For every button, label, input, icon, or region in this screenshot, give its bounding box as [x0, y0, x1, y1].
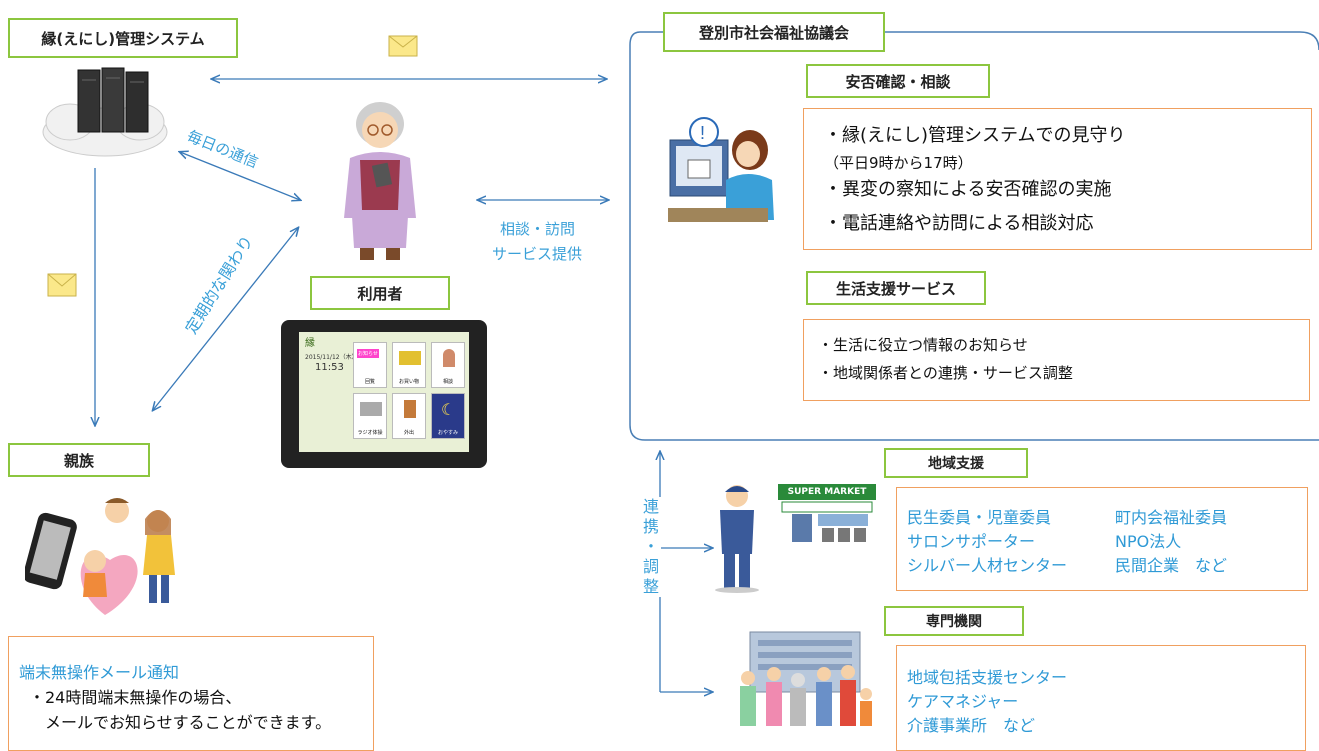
arrow-regular	[153, 228, 298, 410]
mail-icon	[388, 35, 418, 57]
operator-illustration: !	[668, 110, 776, 228]
family-box: 親族	[8, 443, 150, 477]
safety-title: 安否確認・相談	[845, 72, 951, 91]
life-support-content-box: ・生活に役立つ情報のお知らせ ・地域関係者との連携・サービス調整	[803, 319, 1310, 401]
safety-item-3: ・異変の察知による安否確認の実施	[824, 179, 1112, 200]
regional-title-box: 地域支援	[884, 448, 1028, 478]
user-label: 利用者	[357, 284, 403, 303]
specialist-content-box: 地域包括支援センター ケアマネジャー 介護事業所 など	[896, 645, 1306, 751]
tablet-device: 縁 2015/11/12（木） 11:53 お知らせ 回覧 お買い物 相談 ラジ…	[281, 320, 487, 468]
notify-box: 端末無操作メール通知 ・24時間端末無操作の場合、 メールでお知らせすることがで…	[8, 636, 374, 751]
regional-col2: 町内会福祉委員 NPO法人 民間企業 など	[1115, 508, 1228, 575]
app-tile-outing[interactable]: 外出	[392, 393, 426, 439]
safety-title-box: 安否確認・相談	[806, 64, 990, 98]
notify-line2: メールでお知らせすることができます。	[45, 713, 332, 732]
family-label: 親族	[63, 451, 94, 470]
council-label: 登別市社会福祉協議会	[698, 23, 849, 42]
regional-title: 地域支援	[928, 456, 984, 472]
life-support-title: 生活支援サービス	[835, 279, 956, 298]
app-tile-radio-exercise[interactable]: ラジオ体操	[353, 393, 387, 439]
specialist-illustration	[730, 628, 880, 746]
supermarket-illustration: SUPER MARKET	[778, 484, 876, 550]
tablet-screen: 縁 2015/11/12（木） 11:53 お知らせ 回覧 お買い物 相談 ラジ…	[299, 332, 469, 452]
regional-content-box: 民生委員・児童委員 サロンサポーター シルバー人材センター 町内会福祉委員 NP…	[896, 487, 1308, 591]
safety-item-2: （平日9時から17時）	[824, 154, 973, 172]
notify-title: 端末無操作メール通知	[19, 663, 180, 682]
council-frame	[629, 31, 1319, 441]
specialist-list: 地域包括支援センター ケアマネジャー 介護事業所 など	[907, 668, 1068, 735]
notify-line1: ・24時間端末無操作の場合、	[29, 688, 242, 707]
consult-label-1: 相談・訪問	[500, 220, 576, 238]
app-tile-goodnight[interactable]: ☾ おやすみ	[431, 393, 465, 439]
specialist-title-box: 専門機関	[884, 606, 1024, 636]
svg-text:!: !	[700, 123, 705, 143]
app-tile-consult[interactable]: 相談	[431, 342, 465, 388]
tablet-logo: 縁	[305, 338, 315, 349]
family-illustration	[23, 495, 185, 620]
consult-label-2: サービス提供	[492, 245, 583, 263]
tablet-date: 2015/11/12（木）	[305, 354, 358, 361]
coordinate-label: 連 携 ・ 調 整	[641, 497, 661, 597]
system-label: 縁(えにし)管理システム	[41, 29, 205, 48]
safety-content-box: ・縁(えにし)管理システムでの見守り （平日9時から17時） ・異変の察知による…	[803, 108, 1312, 250]
supermarket-sign: SUPER MARKET	[778, 484, 876, 500]
arrow-daily	[180, 152, 300, 200]
mail-icon	[47, 273, 77, 297]
app-tile-shopping[interactable]: お買い物	[392, 342, 426, 388]
life-support-title-box: 生活支援サービス	[806, 271, 986, 305]
tablet-time: 11:53	[315, 362, 344, 373]
council-box: 登別市社会福祉協議会	[663, 12, 885, 52]
app-tile-notice[interactable]: お知らせ 回覧	[353, 342, 387, 388]
regional-col1: 民生委員・児童委員 サロンサポーター シルバー人材センター	[907, 508, 1068, 575]
specialist-title: 専門機関	[926, 614, 982, 630]
system-box: 縁(えにし)管理システム	[8, 18, 238, 58]
safety-item-1: ・縁(えにし)管理システムでの見守り	[824, 125, 1126, 146]
life-support-item-2: ・地域関係者との連携・サービス調整	[818, 364, 1073, 382]
user-box: 利用者	[310, 276, 450, 310]
safety-item-4: ・電話連絡や訪問による相談対応	[824, 213, 1094, 234]
worker-illustration	[712, 482, 762, 594]
server-cloud-icon	[40, 60, 170, 160]
tablet-app-grid: お知らせ 回覧 お買い物 相談 ラジオ体操 外出 ☾ おやすみ	[353, 342, 465, 439]
elderly-user-illustration	[330, 98, 430, 264]
life-support-item-1: ・生活に役立つ情報のお知らせ	[818, 336, 1028, 354]
